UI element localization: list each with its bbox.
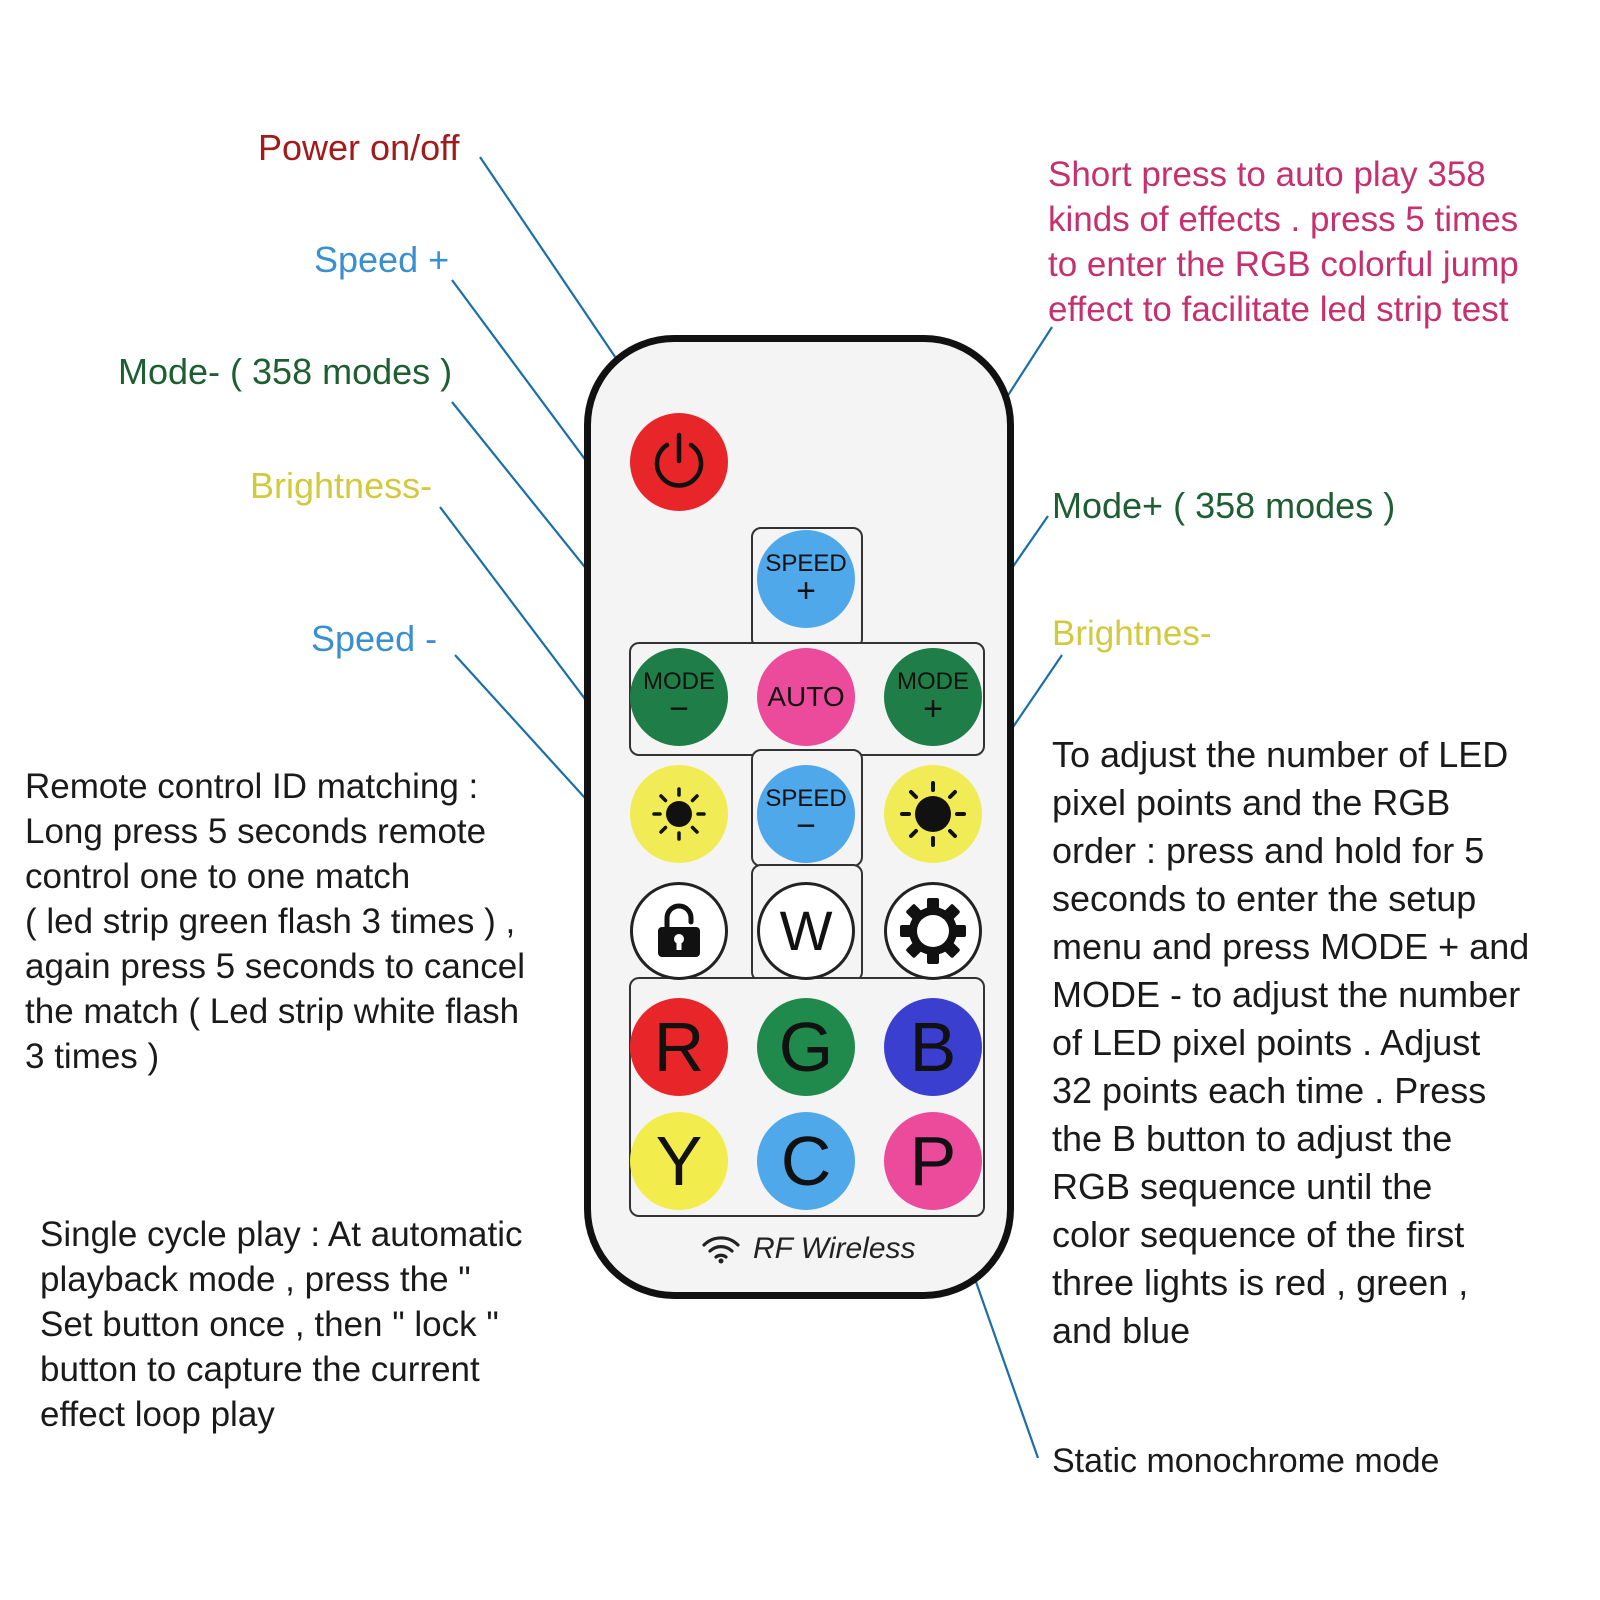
callout-mode-minus: Mode- ( 358 modes ) <box>118 351 453 392</box>
blue-label: B <box>909 1008 957 1086</box>
settings-button[interactable] <box>884 882 982 980</box>
callout-speed-plus: Speed + <box>314 239 450 280</box>
callout-mode-plus: Mode+ ( 358 modes ) <box>1052 485 1396 526</box>
red-button[interactable]: R <box>630 998 728 1096</box>
power-button[interactable] <box>630 413 728 511</box>
green-button[interactable]: G <box>757 998 855 1096</box>
minus-icon: − <box>669 689 689 728</box>
callout-static-mode: Static monochrome mode <box>1052 1442 1440 1480</box>
yellow-button[interactable]: Y <box>630 1112 728 1210</box>
power-icon <box>654 432 704 488</box>
speed-minus-button[interactable]: SPEED − <box>757 765 855 863</box>
sun-large-icon <box>900 781 966 847</box>
yellow-label: Y <box>655 1122 703 1200</box>
lock-button[interactable] <box>630 882 728 980</box>
red-label: R <box>653 1008 705 1086</box>
callout-speed-minus: Speed - <box>311 618 438 659</box>
callout-auto: Short press to auto play 358 kinds of ef… <box>1048 155 1519 329</box>
minus-icon: − <box>796 806 816 845</box>
sun-small-icon <box>652 787 706 841</box>
callout-single-cycle: Single cycle play : At automatic playbac… <box>40 1215 523 1434</box>
brightness-minus-button[interactable] <box>630 765 728 863</box>
plus-icon: + <box>923 689 943 728</box>
green-label: G <box>778 1008 834 1086</box>
purple-label: P <box>909 1122 957 1200</box>
wifi-icon <box>702 1236 740 1264</box>
white-label: W <box>779 899 833 962</box>
cyan-button[interactable]: C <box>757 1112 855 1210</box>
callout-brightness-right: Brightnes- <box>1052 614 1212 653</box>
callout-id-matching: Remote control ID matching : Long press … <box>25 767 526 1076</box>
callout-power: Power on/off <box>258 127 460 168</box>
speed-plus-label: SPEED <box>765 549 847 577</box>
callout-brightness-minus: Brightness- <box>250 465 433 506</box>
white-button[interactable]: W <box>757 882 855 980</box>
cyan-label: C <box>780 1122 832 1200</box>
gear-icon <box>900 898 966 964</box>
brightness-plus-button[interactable] <box>884 765 982 863</box>
rf-wireless-label: RF Wireless <box>753 1232 916 1265</box>
plus-icon: + <box>796 571 816 610</box>
speed-minus-label: SPEED <box>765 784 847 812</box>
blue-button[interactable]: B <box>884 998 982 1096</box>
remote-control: SPEED + MODE − AUTO MODE + SPEED − <box>584 335 1014 1299</box>
mode-plus-label: MODE <box>897 667 969 695</box>
speed-plus-button[interactable]: SPEED + <box>757 530 855 628</box>
mode-minus-button[interactable]: MODE − <box>630 648 728 746</box>
rf-wireless-brand: RF Wireless <box>701 1232 916 1266</box>
mode-plus-button[interactable]: MODE + <box>884 648 982 746</box>
callout-setup: To adjust the number of LED pixel points… <box>1052 734 1530 1351</box>
auto-label: AUTO <box>767 681 845 712</box>
auto-button[interactable]: AUTO <box>757 648 855 746</box>
purple-button[interactable]: P <box>884 1112 982 1210</box>
lock-icon <box>658 903 700 957</box>
mode-minus-label: MODE <box>643 667 715 695</box>
